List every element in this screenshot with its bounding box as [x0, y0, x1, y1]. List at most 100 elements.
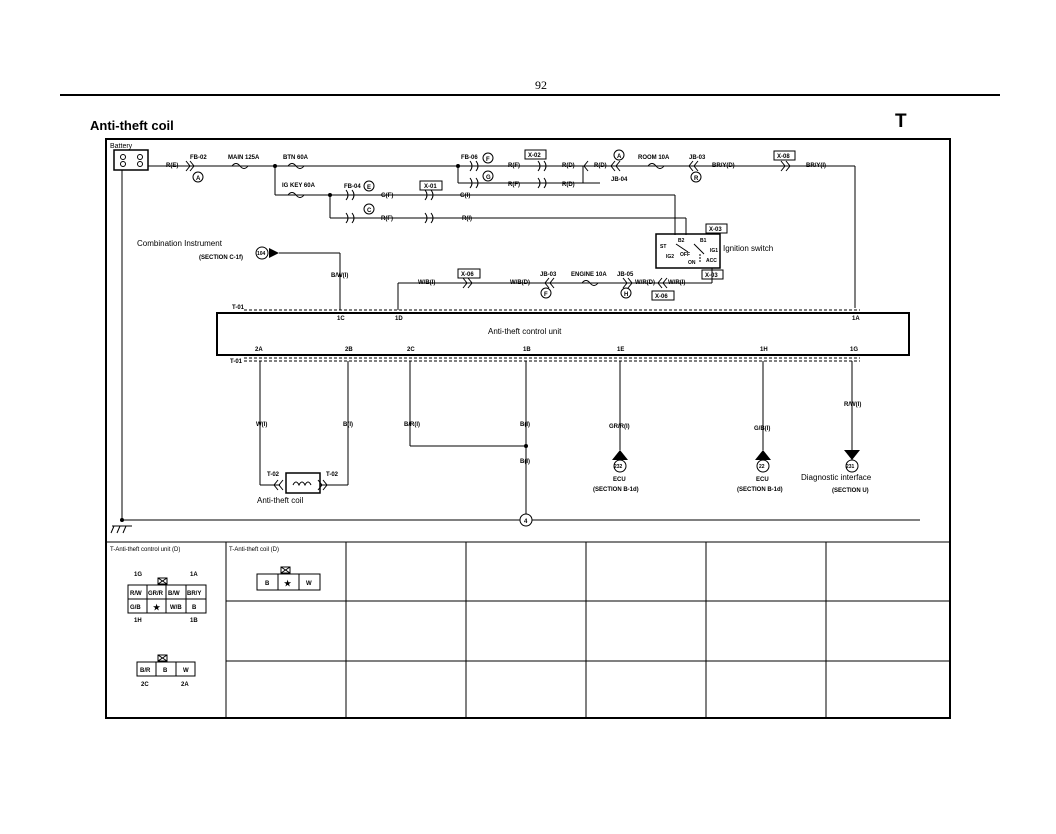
- anti-theft-coil-label: Anti-theft coil: [257, 496, 303, 505]
- ignition-switch-label: Ignition switch: [723, 244, 773, 253]
- conn-fb04: FB-04: [344, 184, 361, 190]
- diagnostic-interface-label: Diagnostic interface: [801, 473, 872, 482]
- circle-g1: G: [486, 175, 491, 181]
- circle-e1: E: [367, 185, 371, 191]
- pin-1c: 1C: [337, 316, 345, 322]
- wire-label-wbi: W/B(I): [418, 280, 435, 286]
- t1-r1c4: BR/Y: [187, 591, 201, 597]
- t1-r2c4: B: [192, 605, 197, 611]
- wire-label-grri: GR/R(I): [609, 424, 630, 430]
- anti-theft-control-unit-label: Anti-theft control unit: [488, 327, 562, 336]
- combination-instrument-section: (SECTION C-1f): [199, 255, 243, 261]
- wire-label-rd2: R(D): [594, 163, 607, 169]
- circle-r1: R: [694, 176, 699, 182]
- circle-c1: C: [367, 208, 372, 214]
- t2-c1: B: [265, 581, 270, 587]
- conn-x08: X-08: [777, 154, 790, 160]
- circle-a1: A: [196, 176, 201, 182]
- wire-label-wrd: W/R(D): [635, 280, 655, 286]
- pin-1b: 1B: [523, 347, 531, 353]
- conn-jb03a: JB-03: [689, 155, 706, 161]
- wire-label-bi1: B(I): [343, 422, 353, 428]
- pin-1a: 1A: [852, 316, 860, 322]
- pin-1h: 1H: [760, 347, 768, 353]
- fuse-engine: ENGINE 10A: [571, 272, 607, 278]
- sw-ig1: IG1: [710, 248, 718, 254]
- conn-t01b: T-01: [230, 359, 243, 365]
- battery-box: [113, 149, 149, 171]
- conn-t01a: T-01: [232, 305, 245, 311]
- wire-label-bry-d: BR/Y(D): [712, 163, 735, 169]
- t1-pin-1a: 1A: [190, 572, 198, 578]
- page-number: 92: [535, 78, 547, 92]
- conn-t02b: T-02: [326, 472, 339, 478]
- t1-r1c1: R/W: [130, 591, 142, 597]
- section-letter: T: [895, 111, 907, 132]
- wire-label-bi3: B(I): [520, 459, 530, 465]
- wire-label-rf2: R(F): [508, 182, 520, 188]
- conn-x06b: X-06: [655, 294, 668, 300]
- t1-pin-1b: 1B: [190, 618, 198, 624]
- circle-a2: A: [617, 154, 622, 160]
- ecu-22-label: ECU: [756, 477, 769, 483]
- wire-label-bwi: B/W(I): [331, 273, 348, 279]
- fuse-igkey: IG KEY 60A: [282, 183, 316, 189]
- t1-r2c3: W/B: [170, 605, 182, 611]
- t2-c2: ★: [284, 579, 292, 588]
- wire-label-wbd: W/B(D): [510, 280, 530, 286]
- t1-r1c3: B/W: [168, 591, 180, 597]
- sw-off: OFF: [680, 252, 690, 258]
- conn-fb06: FB-06: [461, 155, 478, 161]
- pin-2c: 2C: [407, 347, 415, 353]
- conn-jb05: JB-05: [617, 272, 634, 278]
- circle-104: 104: [257, 251, 266, 257]
- sw-ig2: IG2: [666, 254, 674, 260]
- circle-22: 22: [759, 464, 765, 470]
- t1-r3c2: B: [163, 668, 168, 674]
- anti-theft-coil-box: [285, 472, 321, 494]
- table1-title: T-Anti-theft control unit (D): [110, 547, 180, 553]
- fuse-main: MAIN 125A: [228, 155, 260, 161]
- t1-r2c1: G/B: [130, 605, 141, 611]
- t1-r1c2: GR/R: [148, 591, 164, 597]
- t1-pin-2a: 2A: [181, 682, 189, 688]
- t1-r3c1: B/R: [140, 668, 151, 674]
- sw-b1: B1: [700, 238, 707, 244]
- battery-label: Battery: [110, 143, 133, 150]
- sw-on: ON: [688, 260, 696, 266]
- fuse-room: ROOM 10A: [638, 155, 670, 161]
- t1-r2c2: ★: [153, 603, 161, 612]
- wire-label-rwi: R/W(I): [844, 402, 861, 408]
- pin-1g: 1G: [850, 347, 858, 353]
- conn-jb03b: JB-03: [540, 272, 557, 278]
- ignition-switch-box: [655, 233, 721, 269]
- circle-4: 4: [524, 519, 528, 525]
- pin-1d: 1D: [395, 316, 403, 322]
- wire-label-wri: W/R(I): [668, 280, 685, 286]
- pin-1e: 1E: [617, 347, 624, 353]
- circle-232: 232: [614, 464, 623, 470]
- wire-label-ri: R(I): [462, 216, 472, 222]
- t1-pin-1g: 1G: [134, 572, 142, 578]
- sw-b2: B2: [678, 238, 685, 244]
- sw-acc: ACC: [706, 258, 717, 264]
- combination-instrument-label: Combination Instrument: [137, 239, 223, 248]
- wire-label-gf: G(F): [381, 193, 393, 199]
- conn-jb04: JB-04: [611, 177, 628, 183]
- wire-label-gbi: G/B(I): [754, 426, 770, 432]
- ecu-232-label: ECU: [613, 477, 626, 483]
- diagnostic-interface-section: (SECTION U): [832, 488, 869, 494]
- circle-h1: H: [624, 292, 628, 298]
- fuse-btn: BTN 60A: [283, 155, 309, 161]
- diagram-frame: [105, 138, 951, 719]
- circle-231: 231: [846, 464, 855, 470]
- wire-label-rd3: R(D): [562, 182, 575, 188]
- circle-f1: F: [486, 157, 490, 163]
- ecu-22-section: (SECTION B-1d): [737, 487, 783, 493]
- t1-pin-1h: 1H: [134, 618, 142, 624]
- wire-label-bri: B/R(I): [404, 422, 420, 428]
- conn-fb02: FB-02: [190, 155, 207, 161]
- table2-title: T-Anti-theft coil (D): [229, 547, 279, 553]
- circle-f2: F: [544, 292, 548, 298]
